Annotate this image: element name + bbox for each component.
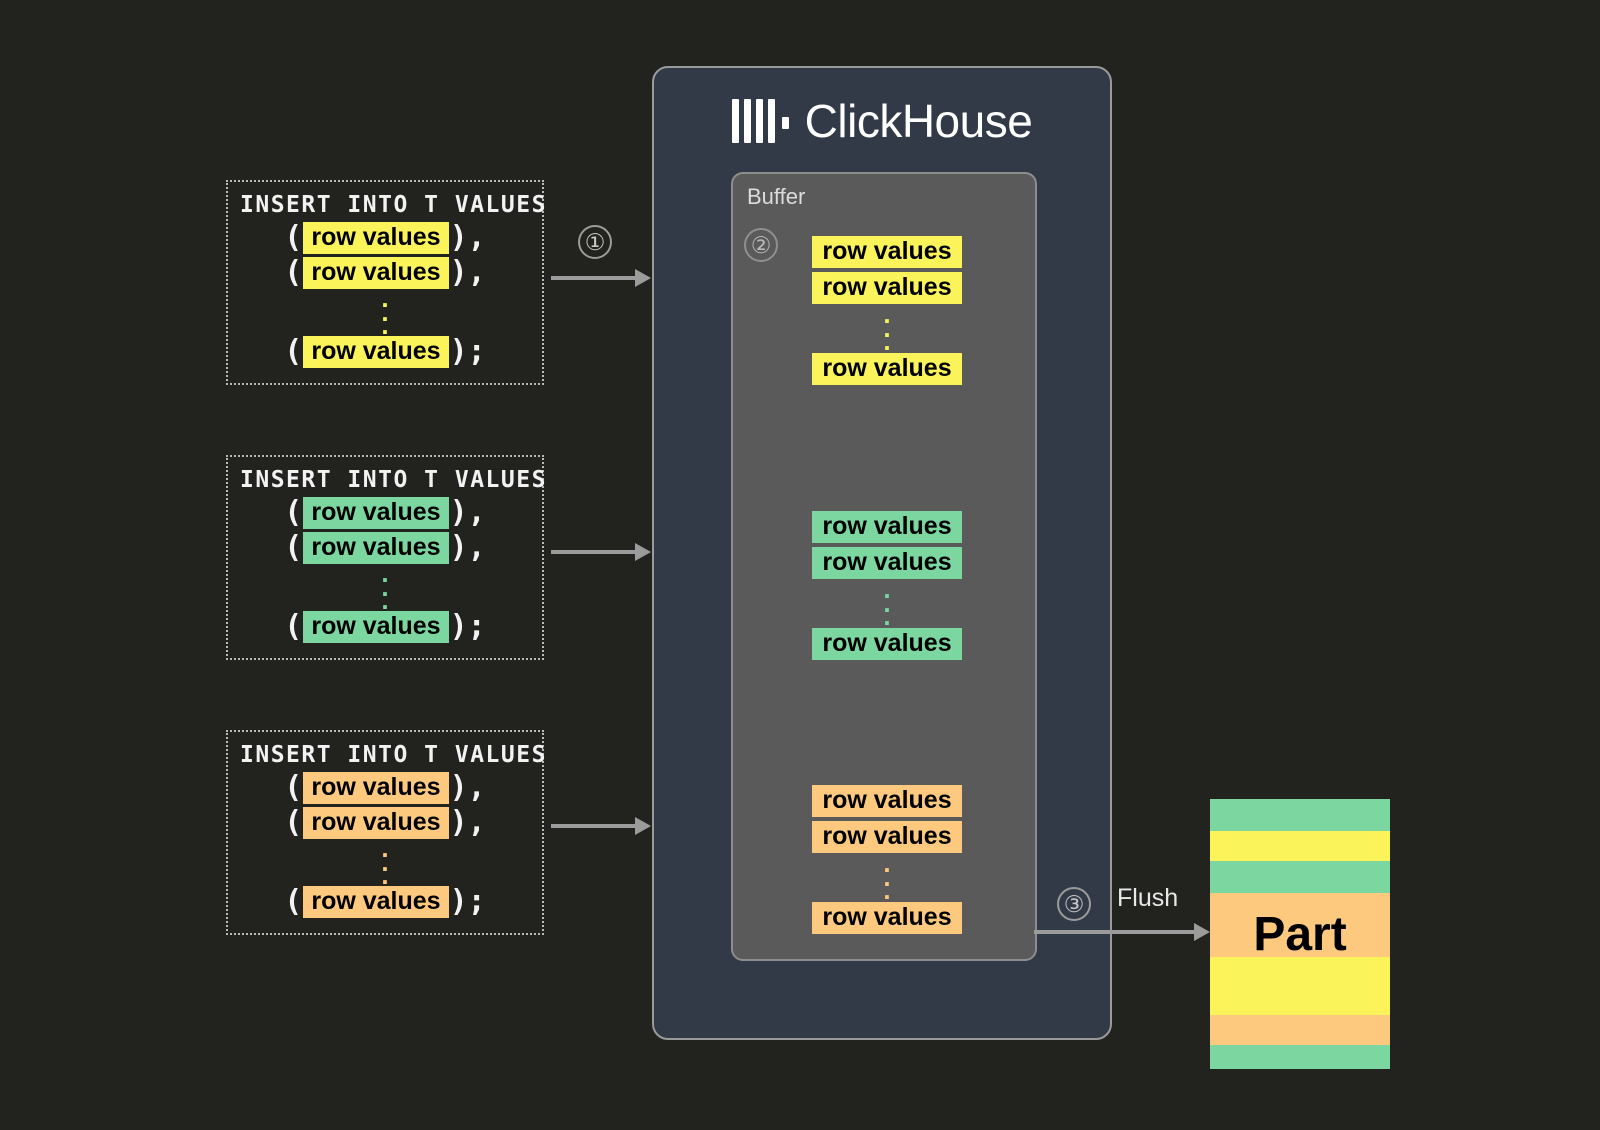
insert-row-2-2: ( row values ),	[240, 532, 530, 564]
insert-statement-box-2: INSERT INTO T VALUES ( row values ), ( r…	[226, 455, 547, 660]
open-paren: (	[284, 333, 303, 369]
close-paren: ),	[449, 805, 486, 840]
arrow-head	[635, 269, 651, 287]
insert-row-3-2: ( row values ),	[240, 807, 530, 839]
arrow-shaft	[551, 550, 635, 554]
row-values-chip: row values	[303, 885, 449, 918]
clickhouse-bars-icon	[731, 99, 789, 143]
row-values-chip: row values	[303, 222, 449, 254]
step-badge-3: ③	[1057, 887, 1091, 921]
clickhouse-wordmark: ClickHouse	[804, 95, 1033, 147]
logo-bar	[731, 99, 739, 143]
logo-bar	[755, 99, 763, 143]
close-paren: ),	[449, 495, 486, 530]
buffer-row-chip: row values	[812, 627, 962, 660]
buffer-label: Buffer	[747, 184, 806, 209]
open-paren: (	[284, 805, 303, 840]
insert-row-2-1: ( row values ),	[240, 497, 530, 529]
open-paren: (	[284, 495, 303, 530]
open-paren: (	[284, 530, 303, 565]
row-values-chip: row values	[303, 335, 449, 368]
arrow-shaft	[551, 276, 635, 280]
buffer-container: Buffer row values row values ... row val…	[731, 172, 1037, 961]
buffer-row-chip: row values	[812, 352, 962, 385]
part-stripe-yellow	[1210, 957, 1390, 1015]
row-values-chip: row values	[303, 772, 449, 804]
buffer-row-chip: row values	[812, 272, 962, 304]
row-values-chip: row values	[303, 610, 449, 643]
insert-row-1-2: ( row values ),	[240, 257, 530, 289]
vertical-ellipsis-icon: ...	[381, 833, 389, 891]
insert-row-1-3: ( row values );	[240, 333, 530, 369]
buffer-group-green: row values row values ... row values	[795, 509, 979, 662]
insert-statement-box-3: INSERT INTO T VALUES ( row values ), ( r…	[226, 730, 547, 935]
buffer-row-chip: row values	[812, 901, 962, 934]
buffer-group-orange: row values row values ... row values	[795, 783, 979, 936]
buffer-row-chip: row values	[812, 511, 962, 543]
step-badge-2: ②	[744, 228, 778, 262]
arrow-shaft	[551, 824, 635, 828]
close-paren: );	[449, 883, 486, 919]
close-paren: ),	[449, 530, 486, 565]
open-paren: (	[284, 608, 303, 644]
vertical-ellipsis-icon: ...	[883, 848, 891, 906]
part-stripe-yellow	[1210, 831, 1390, 861]
buffer-row-chip: row values	[812, 236, 962, 268]
row-values-chip: row values	[303, 532, 449, 564]
vertical-ellipsis-icon: ...	[883, 574, 891, 632]
open-paren: (	[284, 770, 303, 805]
buffer-group-yellow: row values row values ... row values	[795, 234, 979, 387]
arrow-insert-2-to-clickhouse	[551, 543, 651, 561]
logo-bar	[767, 99, 775, 143]
insert-row-3-3: ( row values );	[240, 883, 530, 919]
open-paren: (	[284, 255, 303, 290]
clickhouse-logo: ClickHouse	[654, 94, 1110, 148]
part-stripe-green	[1210, 799, 1390, 831]
logo-bar	[743, 99, 751, 143]
vertical-ellipsis-icon: ...	[381, 558, 389, 616]
arrow-shaft	[1034, 930, 1194, 934]
insert-header-3: INSERT INTO T VALUES	[240, 742, 547, 768]
arrow-head	[635, 817, 651, 835]
arrow-head	[635, 543, 651, 561]
buffer-row-chip: row values	[812, 821, 962, 853]
open-paren: (	[284, 220, 303, 255]
arrow-head	[1194, 923, 1210, 941]
close-paren: );	[449, 333, 486, 369]
vertical-ellipsis-icon: ...	[883, 299, 891, 357]
part-block: Part	[1210, 799, 1390, 1069]
part-stripe-orange	[1210, 1015, 1390, 1045]
close-paren: ),	[449, 255, 486, 290]
vertical-ellipsis-icon: ...	[381, 283, 389, 341]
part-stripe-green	[1210, 1045, 1390, 1069]
part-stripe-green	[1210, 861, 1390, 893]
close-paren: ),	[449, 220, 486, 255]
part-stripe-orange	[1210, 893, 1390, 957]
open-paren: (	[284, 883, 303, 919]
arrow-flush-to-part	[1034, 923, 1210, 941]
insert-header-1: INSERT INTO T VALUES	[240, 192, 547, 218]
insert-row-1-1: ( row values ),	[240, 222, 530, 254]
row-values-chip: row values	[303, 807, 449, 839]
flush-label: Flush	[1117, 884, 1179, 912]
close-paren: );	[449, 608, 486, 644]
step-badge-1: ①	[578, 225, 612, 259]
insert-header-2: INSERT INTO T VALUES	[240, 467, 547, 493]
clickhouse-server-container: ClickHouse Buffer row values row values …	[652, 66, 1112, 1040]
row-values-chip: row values	[303, 497, 449, 529]
insert-statement-box-1: INSERT INTO T VALUES ( row values ), ( r…	[226, 180, 547, 385]
buffer-row-chip: row values	[812, 547, 962, 579]
arrow-insert-1-to-clickhouse	[551, 269, 651, 287]
arrow-insert-3-to-clickhouse	[551, 817, 651, 835]
insert-row-3-1: ( row values ),	[240, 772, 530, 804]
insert-row-2-3: ( row values );	[240, 608, 530, 644]
logo-dot	[781, 117, 789, 129]
row-values-chip: row values	[303, 257, 449, 289]
close-paren: ),	[449, 770, 486, 805]
buffer-row-chip: row values	[812, 785, 962, 817]
